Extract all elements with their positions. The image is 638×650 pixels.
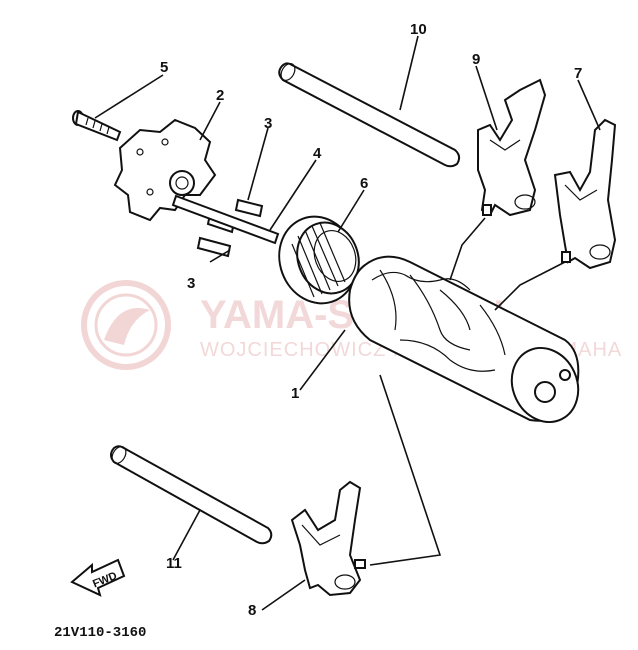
- callout-labels: 1 2 3 3 4 5 6 7 8 9 10 11: [160, 21, 582, 619]
- callout-5: 5: [160, 59, 168, 76]
- callout-3-upper: 3: [264, 115, 272, 132]
- callout-7: 7: [574, 65, 582, 82]
- part-2-segment: [113, 118, 217, 222]
- callout-10: 10: [410, 21, 427, 38]
- forward-arrow: FWD: [70, 558, 126, 597]
- part-5-screw: [72, 110, 122, 142]
- callout-6: 6: [360, 175, 368, 192]
- part-4-long-pin: [171, 194, 280, 245]
- callout-3-lower: 3: [187, 275, 195, 292]
- part-8-shift-fork: [290, 480, 366, 597]
- watermark-logo: [81, 280, 171, 370]
- part-10-guide-bar-upper: [278, 62, 461, 168]
- drawing-code: 21V110-3160: [54, 625, 146, 641]
- part-11-guide-bar-lower: [110, 445, 273, 545]
- callout-9: 9: [472, 51, 480, 68]
- callout-2: 2: [216, 87, 224, 104]
- callout-4: 4: [313, 145, 322, 162]
- callout-1: 1: [291, 385, 299, 402]
- leader-lines: [94, 35, 601, 611]
- part-6-bearing: [278, 215, 360, 305]
- callout-8: 8: [248, 602, 256, 619]
- part-9-shift-fork: [477, 78, 547, 217]
- part-1-shift-drum: [348, 255, 580, 423]
- part-7-shift-fork: [553, 118, 617, 270]
- callout-11: 11: [166, 555, 182, 572]
